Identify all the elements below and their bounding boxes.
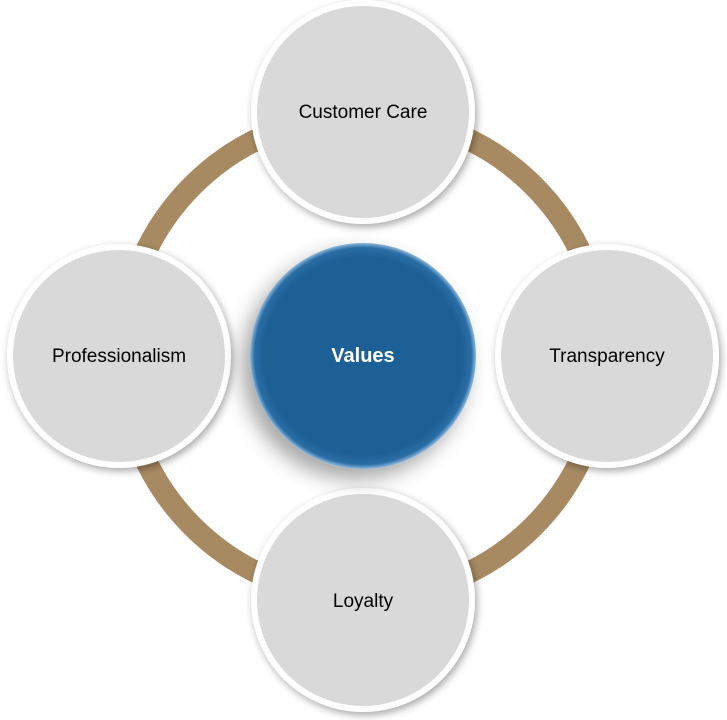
- node-label: Transparency: [549, 346, 665, 367]
- node-label: Loyalty: [333, 591, 394, 612]
- node-label: Professionalism: [52, 346, 186, 367]
- center-node-values: Values: [250, 243, 476, 469]
- center-label: Values: [331, 345, 394, 367]
- node-professionalism: Professionalism: [7, 244, 231, 468]
- node-label: Customer Care: [299, 102, 428, 123]
- node-transparency: Transparency: [495, 244, 719, 468]
- node-customer-care: Customer Care: [251, 0, 475, 224]
- node-loyalty: Loyalty: [251, 488, 475, 712]
